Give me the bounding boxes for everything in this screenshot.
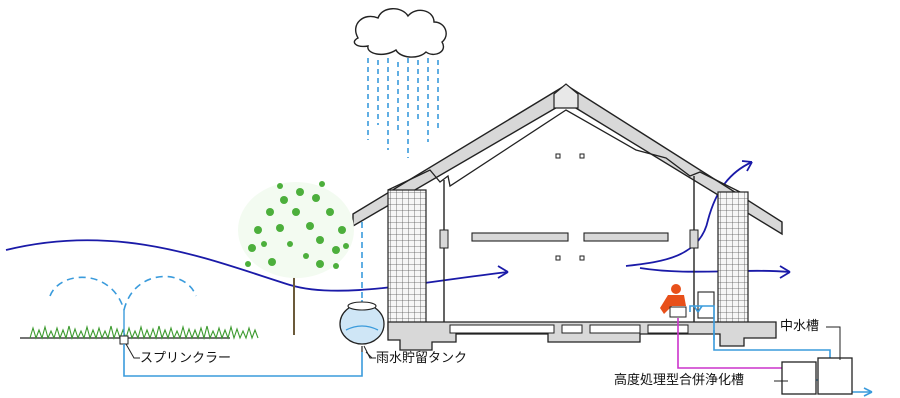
leader-lines bbox=[125, 326, 841, 382]
septic-tank-box bbox=[781, 361, 817, 395]
rain-lines bbox=[367, 58, 439, 158]
right-lattice-wall bbox=[717, 191, 749, 333]
water-pipes bbox=[123, 305, 873, 397]
greywater-tank-label: 中水槽 bbox=[780, 319, 820, 334]
septic-tank-label: 高度処理型合併浄化槽 bbox=[614, 373, 745, 388]
cloud-icon bbox=[353, 8, 447, 58]
tree-icon bbox=[238, 181, 354, 335]
sprinkler-label: スプリンクラー bbox=[140, 351, 232, 366]
greywater-tank-box bbox=[817, 357, 853, 395]
house bbox=[352, 83, 783, 351]
grass-icon bbox=[29, 324, 259, 341]
rain-tank bbox=[339, 301, 385, 359]
person-icon bbox=[660, 284, 687, 318]
left-lattice-wall bbox=[387, 189, 427, 331]
rain-tank-label: 雨水貯留タンク bbox=[376, 351, 468, 366]
sprinkler-spray bbox=[49, 275, 197, 311]
